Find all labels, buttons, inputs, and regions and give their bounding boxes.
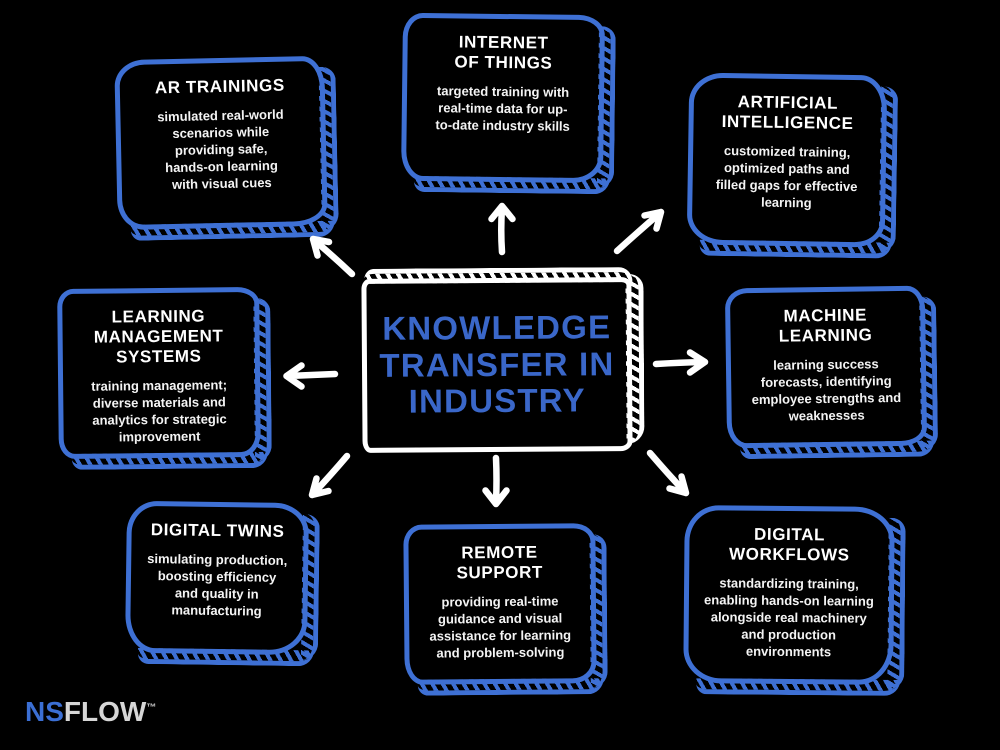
arrow-down-left-icon [308,452,351,499]
diagram-title: KNOWLEDGE TRANSFER IN INDUSTRY [379,307,615,421]
node-internet-of-things: INTERNET OF THINGS targeted training wit… [400,12,616,195]
node-description: providing real-time guidance and visual … [429,593,572,661]
node-machine-learning: MACHINE LEARNING learning success foreca… [724,285,939,460]
node-learning-management-systems: LEARNING MANAGEMENT SYSTEMS training man… [57,286,272,470]
node-description: training management; diverse materials a… [91,377,228,445]
node-title: ARTIFICIAL INTELLIGENCE [721,92,854,134]
node-description: targeted training with real-time data fo… [435,83,570,134]
node-description: simulating production, boosting efficien… [147,551,288,619]
sketch-edge-right [589,534,608,689]
node-description: simulated real-world scenarios while pro… [157,106,284,192]
node-title: AR TRAININGS [154,75,285,98]
sketch-edge-right [596,26,616,189]
logo-ns-text: NS [25,696,64,727]
sketch-edge-bottom [71,451,268,470]
node-ar-trainings: AR TRAININGS simulated real-world scenar… [114,55,339,241]
center-node-knowledge-transfer: KNOWLEDGE TRANSFER IN INDUSTRY [361,267,645,453]
node-title: LEARNING MANAGEMENT SYSTEMS [93,306,224,367]
sketch-edge-bottom [137,647,314,667]
node-description: standardizing training, enabling hands-o… [704,575,874,660]
sketch-edge-bottom [740,440,935,460]
sketch-edge-right [318,66,339,231]
node-title: DIGITAL TWINS [150,520,285,541]
node-digital-twins: DIGITAL TWINS simulating production, boo… [124,500,320,667]
arrow-up-left-icon [309,235,356,278]
arrow-down-icon [482,454,510,508]
sketch-edge-right [878,86,899,253]
node-digital-workflows: DIGITAL WORKFLOWS standardizing training… [683,505,906,696]
sketch-edge-right [625,273,645,445]
sketch-edge-right [919,296,939,451]
logo-flow-text: FLOW [63,696,147,727]
nsflow-logo: NSFLOW™ [25,696,156,728]
node-title: MACHINE LEARNING [778,305,873,346]
sketch-edge-right [887,517,906,691]
sketch-edge-bottom [699,239,892,259]
arrow-down-right-icon [646,449,690,497]
node-title: DIGITAL WORKFLOWS [728,524,850,565]
sketch-edge-bottom [413,175,611,195]
node-title: REMOTE SUPPORT [456,542,543,583]
sketch-edge-right [300,514,320,661]
arrow-right-icon [652,349,709,376]
trademark-symbol: ™ [146,702,157,714]
arrow-left-icon [283,362,339,390]
arrow-up-icon [488,202,516,256]
arrow-up-right-icon [613,208,665,255]
node-description: customized training, optimized paths and… [715,143,858,211]
node-description: learning success forecasts, identifying … [751,356,902,424]
node-remote-support: REMOTE SUPPORT providing real-time guida… [403,523,608,696]
node-title: INTERNET OF THINGS [454,32,553,73]
sketch-edge-right [253,297,272,463]
sketch-edge-bottom [696,678,901,696]
sketch-edge-top [364,267,633,284]
node-artificial-intelligence: ARTIFICIAL INTELLIGENCE customized train… [686,72,899,259]
sketch-edge-bottom [417,678,604,696]
